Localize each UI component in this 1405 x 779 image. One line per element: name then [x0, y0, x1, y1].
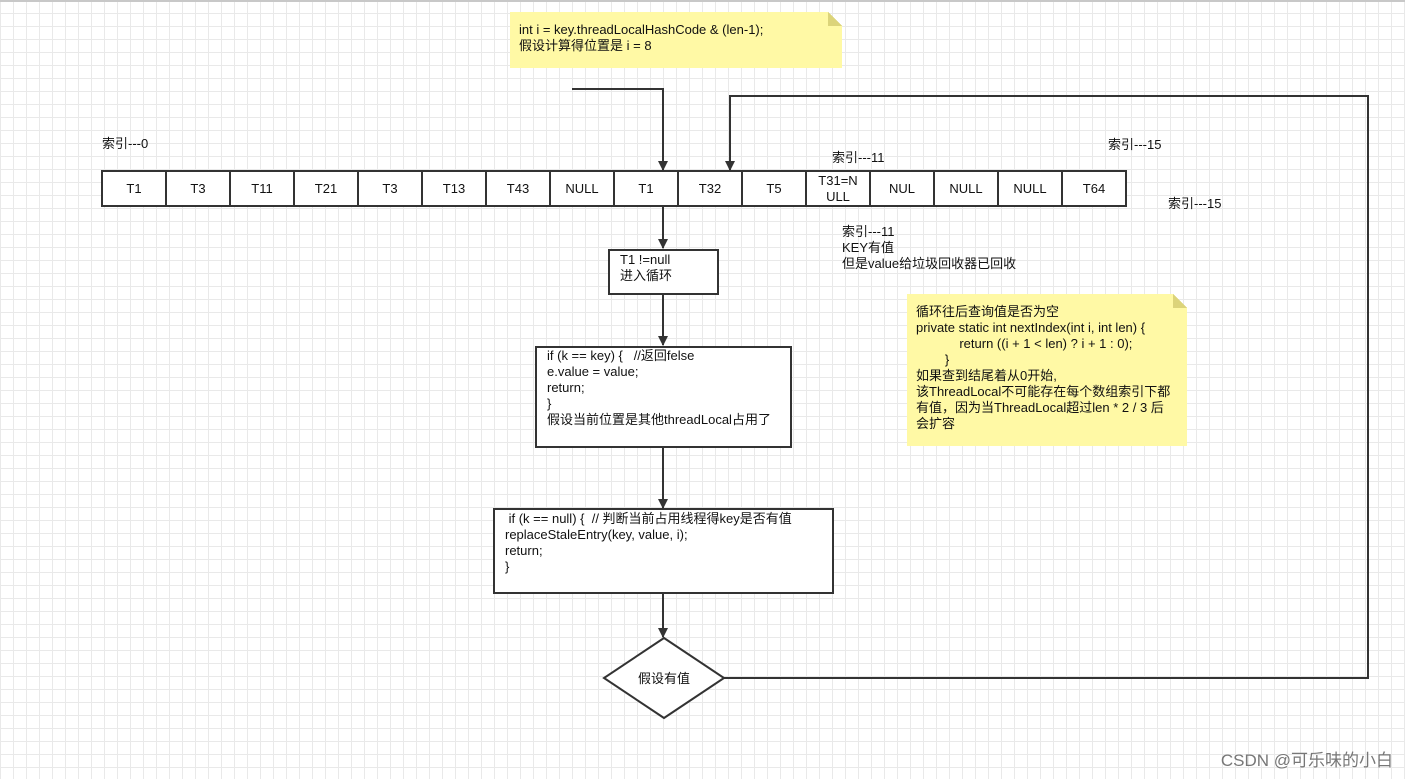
box-t1-not-null-text: T1 !=null 进入循环 — [620, 252, 673, 283]
arrow-loop-back — [724, 95, 1369, 679]
label-index-15-right: 索引---15 — [1168, 196, 1222, 211]
note-hash-line2: 假设计算得位置是 i = 8 — [519, 38, 652, 53]
array-cell[interactable]: T13 — [421, 170, 487, 207]
decision-label: 假设有值 — [637, 671, 690, 686]
array-cell[interactable]: T32 — [677, 170, 743, 207]
top-border — [0, 0, 1405, 2]
arrow-entry — [572, 88, 668, 171]
box-key-equals-text: if (k == key) { //返回felse e.value = valu… — [547, 348, 771, 427]
note-fold-corner — [828, 12, 842, 26]
box-key-null-text: if (k == null) { // 判断当前占用线程得key是否有值 rep… — [505, 511, 792, 574]
csdn-watermark: CSDN @可乐味的小白 — [1220, 751, 1393, 770]
label-index-15-top: 索引---15 — [1108, 137, 1162, 152]
array-cell[interactable]: NUL — [869, 170, 935, 207]
decision-diamond — [602, 636, 726, 720]
array-cell[interactable]: NULL — [997, 170, 1063, 207]
label-index-11-note: 索引---11 KEY有值 但是value给垃圾回收器已回收 — [842, 224, 1017, 271]
array-cell[interactable]: T64 — [1061, 170, 1127, 207]
note-hash-index[interactable]: int i = key.threadLocalHashCode & (len-1… — [510, 12, 842, 68]
note-next-index[interactable]: 循环往后查询值是否为空 private static int nextIndex… — [907, 294, 1187, 446]
note-fold-corner — [1173, 294, 1187, 308]
note-next-index-text: 循环往后查询值是否为空 private static int nextIndex… — [916, 304, 1171, 431]
array-cell[interactable]: NULL — [549, 170, 615, 207]
box-key-equals[interactable]: if (k == key) { //返回felse e.value = valu… — [535, 346, 792, 448]
label-index-11-top: 索引---11 — [832, 150, 885, 165]
box-key-null[interactable]: if (k == null) { // 判断当前占用线程得key是否有值 rep… — [493, 508, 834, 594]
label-index-0: 索引---0 — [102, 136, 149, 151]
box-t1-not-null[interactable]: T1 !=null 进入循环 — [608, 249, 719, 295]
array-cell[interactable]: T3 — [357, 170, 423, 207]
note-hash-line1: int i = key.threadLocalHashCode & (len-1… — [519, 22, 764, 37]
array-row: T1 T3 T11 T21 T3 T13 T43 NULL T1 T32 T5 … — [101, 170, 1127, 207]
